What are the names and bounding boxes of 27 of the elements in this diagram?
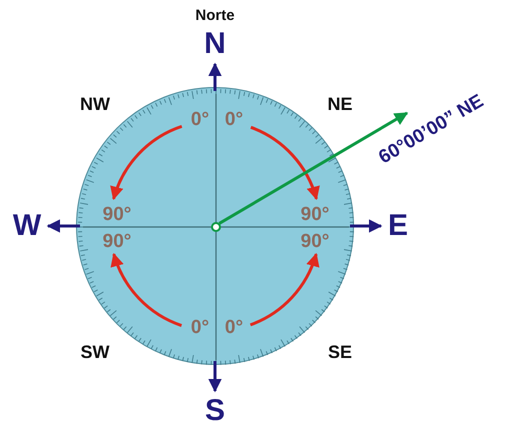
degree-label: 90°: [99, 231, 135, 251]
arrow: [111, 252, 182, 327]
arrow: [218, 112, 408, 225]
arrow: [350, 219, 382, 233]
cardinal-letter: N: [200, 28, 230, 60]
degree-label: 0°: [221, 109, 247, 129]
cardinal-letter: W: [10, 210, 44, 242]
arrow: [111, 125, 182, 200]
arrow: [208, 361, 222, 392]
degree-label: 90°: [297, 231, 333, 251]
direction-caption: Norte: [194, 6, 236, 24]
arrow: [46, 219, 80, 233]
intercardinal-label: NW: [79, 94, 111, 114]
degree-label: 90°: [297, 204, 333, 224]
degree-label: 0°: [221, 317, 247, 337]
intercardinal-label: SW: [80, 342, 110, 362]
cardinal-letter: S: [202, 395, 228, 427]
arrow: [250, 252, 319, 326]
degree-label: 0°: [187, 317, 213, 337]
degree-label: 0°: [187, 109, 213, 129]
intercardinal-label: NE: [326, 94, 354, 114]
degree-label: 90°: [99, 204, 135, 224]
center-point: [211, 222, 221, 232]
cardinal-letter: E: [385, 210, 411, 242]
arrow: [208, 62, 222, 91]
arrow: [250, 126, 319, 200]
intercardinal-label: SE: [326, 342, 353, 362]
